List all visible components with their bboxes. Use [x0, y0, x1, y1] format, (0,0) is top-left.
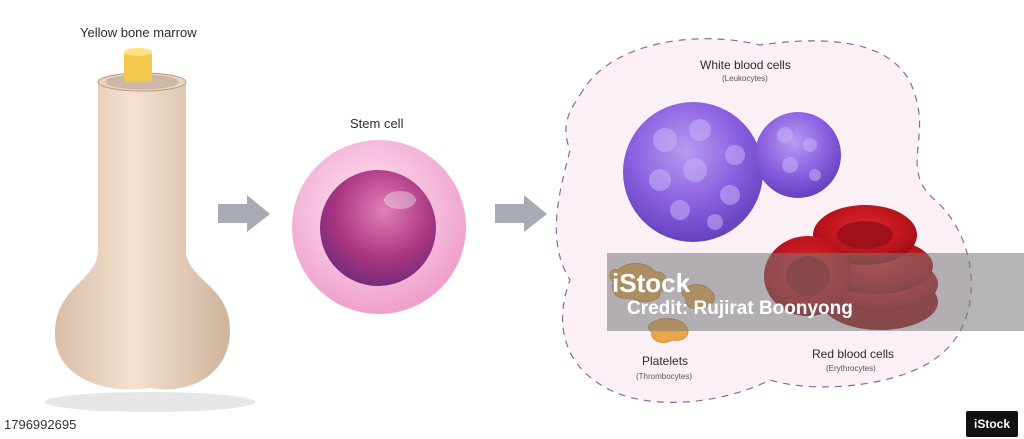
arrow-stem-cell-to-blood-cells: [495, 195, 547, 232]
stem-cell-label: Stem cell: [350, 116, 404, 131]
platelets-label: Platelets: [642, 354, 689, 368]
thrombocytes-label: (Thrombocytes): [636, 372, 693, 381]
yellow-marrow-plug: [124, 52, 152, 82]
bone-illustration: [45, 48, 255, 412]
footer-bar: [0, 417, 1024, 439]
watermark-band: [607, 253, 1024, 331]
white-blood-cells-illustration: [623, 102, 841, 242]
white-blood-cells-label: White blood cells: [700, 58, 791, 72]
stem-cell-illustration: [292, 140, 466, 314]
leukocytes-label: (Leukocytes): [722, 74, 768, 83]
arrow-bone-to-stem-cell: [218, 195, 270, 232]
watermark-logo: iStock: [612, 268, 691, 298]
red-blood-cells-label: Red blood cells: [812, 347, 895, 361]
yellow-bone-marrow-label: Yellow bone marrow: [80, 25, 197, 40]
image-id-badge: 1796992695: [0, 410, 81, 439]
erythrocytes-label: (Erythrocytes): [826, 364, 876, 373]
istock-logo: iStock: [965, 411, 1018, 437]
watermark-credit: Credit: Rujirat Boonyong: [627, 298, 853, 319]
